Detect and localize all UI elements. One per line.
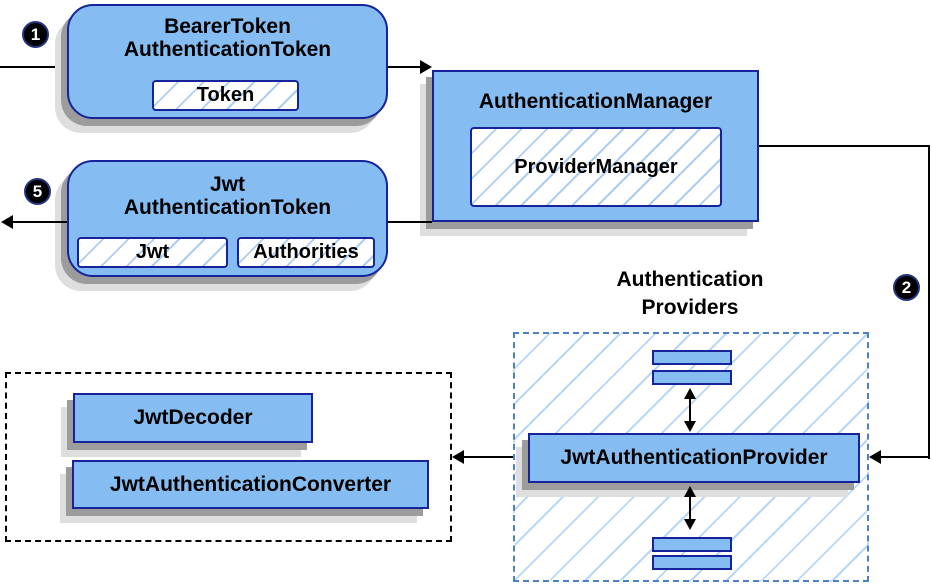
jwt-chip: Jwt (77, 237, 228, 268)
provider-link-bottom-line (689, 497, 691, 519)
manager-to-provider-line-top (759, 145, 930, 147)
incoming-request-line (0, 66, 67, 68)
authentication-providers-title-line2: Providers (641, 296, 739, 319)
authentication-providers-group: JwtAuthenticationProvider (513, 332, 869, 582)
jwt-token-title-line1: Jwt (209, 173, 245, 196)
step-5-badge: 5 (24, 178, 51, 205)
outgoing-result-arrowhead-icon (1, 215, 13, 229)
authentication-manager-box: AuthenticationManager ProviderManager (432, 70, 759, 222)
provider-stub-bar (652, 555, 732, 570)
step-1-badge: 1 (22, 21, 49, 48)
outgoing-result-line (13, 221, 67, 223)
bearer-token-title-line1: BearerToken (164, 15, 291, 38)
bearer-token-authentication-token-box: BearerToken AuthenticationToken Token (67, 4, 388, 119)
bearer-to-manager-arrowhead-icon (420, 60, 432, 74)
jwt-authentication-token-box: Jwt AuthenticationToken Jwt Authorities (67, 160, 388, 277)
provider-link-top-line (689, 399, 691, 421)
provider-manager-chip: ProviderManager (470, 127, 722, 207)
provider-stub-bar (652, 370, 732, 385)
provider-link-top-arrowhead-up-icon (684, 388, 696, 399)
jwt-token-title-line2: AuthenticationToken (123, 196, 332, 219)
decoder-converter-group: JwtDecoder JwtAuthenticationConverter (5, 372, 452, 542)
provider-link-top-arrowhead-down-icon (684, 421, 696, 432)
provider-link-bottom-arrowhead-up-icon (684, 486, 696, 497)
manager-to-jwt-token-line (388, 221, 432, 223)
token-chip: Token (152, 80, 299, 111)
provider-stub-bar (652, 350, 732, 365)
authorities-chip: Authorities (237, 237, 375, 268)
step-2-badge: 2 (893, 274, 920, 301)
jwt-authentication-converter-box: JwtAuthenticationConverter (72, 460, 429, 509)
provider-stub-bar (652, 537, 732, 552)
provider-link-bottom-arrowhead-down-icon (684, 519, 696, 530)
provider-to-converter-arrowhead-icon (452, 450, 464, 464)
bearer-token-title-line2: AuthenticationToken (123, 38, 332, 61)
jwt-authentication-provider-box: JwtAuthenticationProvider (528, 433, 860, 483)
jwt-decoder-box: JwtDecoder (73, 393, 313, 443)
authentication-providers-title: Authentication Providers (565, 266, 815, 322)
authentication-manager-title: AuthenticationManager (478, 90, 713, 113)
manager-to-provider-arrowhead-icon (869, 450, 881, 464)
authentication-providers-title-line1: Authentication (616, 268, 764, 291)
provider-to-converter-line (464, 456, 513, 458)
manager-to-provider-line-bottom (881, 456, 928, 458)
manager-to-provider-line-vertical (928, 145, 930, 459)
bearer-to-manager-line (388, 66, 420, 68)
